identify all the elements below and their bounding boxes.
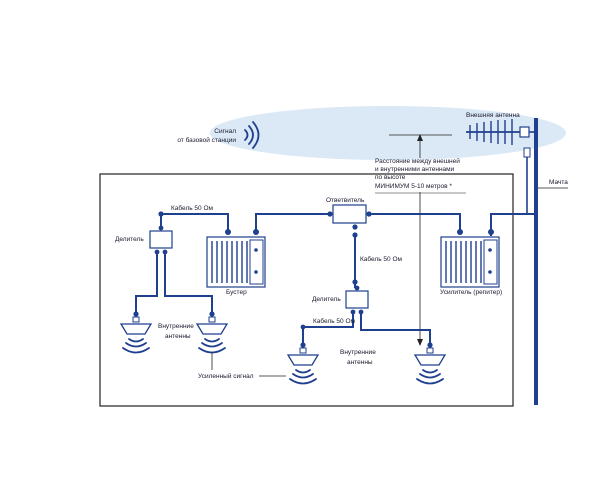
- cable-center-splitter-to-antenna-a: [302, 314, 354, 345]
- external-antenna-icon: [466, 119, 536, 158]
- cable-center-splitter-to-antenna-b: [360, 314, 431, 345]
- repeater-label: Усилитель (репитер): [440, 289, 502, 296]
- signal-label-line1: Сигнал: [214, 128, 236, 135]
- cable-center-label: Кабель 50 Ом: [360, 255, 403, 263]
- distance-note-line3: по высоте: [375, 174, 406, 181]
- cable-tap-to-booster: [255, 213, 330, 232]
- distance-note-line4: МИНИМУМ 5-10 метров *: [375, 183, 452, 190]
- distance-indicator: [375, 134, 466, 346]
- indoor-antenna-4-icon: [413, 342, 447, 385]
- external-antenna-label: Внешняя антенна: [466, 112, 520, 119]
- repeater-device: [440, 229, 500, 288]
- mast-label: Мачта: [549, 179, 568, 186]
- cable-booster-to-left-splitter: [160, 213, 229, 232]
- cable-left-label: Кабель 50 Ом: [171, 204, 214, 212]
- tap-device: [327, 204, 372, 238]
- booster-label: Бустер: [226, 289, 247, 296]
- cable-bottom-label: Кабель 50 Ом: [313, 317, 356, 325]
- cable-left-splitter-to-antenna-a: [135, 254, 158, 314]
- internal-antennas-left-line2: антенны: [165, 333, 191, 340]
- distance-note-line1: Расстояние между внешней: [375, 157, 460, 165]
- splitter-left-label: Делитель: [115, 236, 144, 243]
- indoor-antenna-2-icon: [195, 311, 229, 354]
- amplified-signal-label: Усиленный сигнал: [198, 372, 254, 380]
- building-outline: [99, 173, 514, 407]
- distance-note-line2: и внутренними антеннами: [375, 166, 455, 173]
- splitter-center-label: Делитель: [312, 296, 341, 303]
- cable-mast-to-repeater: [490, 213, 536, 236]
- center-splitter-device: [345, 285, 369, 315]
- signal-label-line2: от базовой станции: [177, 136, 236, 144]
- tap-label: Ответвитель: [326, 197, 365, 204]
- internal-antennas-left-line1: Внутренние: [158, 323, 194, 330]
- left-splitter-device: [149, 225, 173, 255]
- indoor-antenna-1-icon: [119, 311, 153, 354]
- incoming-signal-waves-icon: [244, 121, 260, 149]
- indoor-antenna-3-icon: [286, 342, 320, 385]
- cable-repeater-to-tap: [366, 213, 461, 232]
- internal-antennas-right-line1: Внутренние: [340, 349, 376, 356]
- internal-antennas-right-line2: антенны: [347, 359, 373, 366]
- booster-device: [206, 229, 266, 288]
- cable-left-splitter-to-antenna-b: [164, 254, 213, 314]
- sky-cloud: [210, 106, 566, 160]
